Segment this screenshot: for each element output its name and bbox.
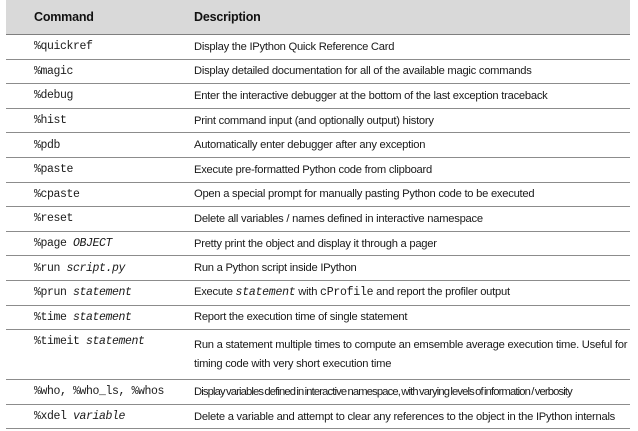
table-row: %pdb Automatically enter debugger after …: [6, 132, 630, 158]
table-row: %magic Display detailed documentation fo…: [6, 59, 630, 85]
description-cell: Open a special prompt for manually pasti…: [188, 182, 630, 208]
table-row: %paste Execute pre-formatted Python code…: [6, 157, 630, 183]
command-name: %timeit: [34, 335, 87, 349]
command-cell: %cpaste: [6, 182, 188, 208]
description-cell: Display detailed documentation for all o…: [188, 59, 630, 85]
command-argument: statement: [73, 286, 132, 300]
table-row: %debug Enter the interactive debugger at…: [6, 83, 630, 109]
description-cell: Delete all variables / names defined in …: [188, 206, 630, 232]
magic-commands-table: Command Description %quickref Display th…: [6, 0, 630, 430]
description-cell: Delete a variable and attempt to clear a…: [188, 404, 630, 430]
description-column-header: Description: [188, 0, 630, 35]
command-argument: statement: [73, 310, 132, 324]
description-cell: Execute pre-formatted Python code from c…: [188, 157, 630, 183]
command-cell: %time statement: [6, 305, 188, 331]
description-cell: Display the IPython Quick Reference Card: [188, 34, 630, 60]
command-cell: %reset: [6, 206, 188, 232]
command-cell: %who, %who_ls, %whos: [6, 379, 188, 405]
description-cell: Display variables defined in interactive…: [188, 379, 630, 405]
description-cell: Automatically enter debugger after any e…: [188, 132, 630, 158]
table-row: %prun statement Execute statement with c…: [6, 280, 630, 306]
command-name: %xdel: [34, 410, 74, 424]
command-argument: variable: [73, 410, 126, 424]
description-text: and report the profiler output: [373, 286, 510, 299]
command-name: %hist: [34, 114, 67, 128]
description-cell: Run a statement multiple times to comput…: [188, 329, 630, 381]
command-name: %pdb: [34, 138, 61, 152]
table-row: %run script.py Run a Python script insid…: [6, 255, 630, 281]
command-cell: %magic: [6, 59, 188, 85]
description-text: Execute: [194, 286, 236, 299]
command-name: %cpaste: [34, 187, 80, 201]
header-row: Command Description: [6, 0, 630, 35]
command-cell: %quickref: [6, 34, 188, 60]
command-name: %paste: [34, 163, 74, 177]
command-name: %who, %who_ls, %whos: [34, 385, 165, 399]
description-cell: Report the execution time of single stat…: [188, 305, 630, 331]
description-code-italic: statement: [235, 286, 296, 300]
command-name: %page: [34, 237, 74, 251]
description-cell: Print command input (and optionally outp…: [188, 108, 630, 134]
command-cell: %pdb: [6, 132, 188, 158]
command-cell: %page OBJECT: [6, 231, 188, 257]
description-cell: Execute statement with cProfile and repo…: [188, 280, 630, 306]
command-name: %debug: [34, 89, 74, 103]
command-name: %quickref: [34, 40, 93, 54]
description-text: with: [295, 286, 321, 299]
table-body: %quickref Display the IPython Quick Refe…: [6, 34, 630, 430]
table-row: %cpaste Open a special prompt for manual…: [6, 182, 630, 208]
table-row: %xdel variable Delete a variable and att…: [6, 404, 630, 430]
command-name: %run: [34, 261, 67, 275]
description-cell: Run a Python script inside IPython: [188, 255, 630, 281]
command-name: %prun: [34, 286, 74, 300]
command-name: %magic: [34, 64, 74, 78]
command-cell: %xdel variable: [6, 404, 188, 430]
table-row: %timeit statement Run a statement multip…: [6, 329, 630, 381]
table-row: %who, %who_ls, %whos Display variables d…: [6, 379, 630, 405]
table-row: %hist Print command input (and optionall…: [6, 108, 630, 134]
table-row: %reset Delete all variables / names defi…: [6, 206, 630, 232]
command-cell: %hist: [6, 108, 188, 134]
description-cell: Enter the interactive debugger at the bo…: [188, 83, 630, 109]
command-cell: %prun statement: [6, 280, 188, 306]
command-column-header: Command: [6, 0, 188, 35]
command-cell: %run script.py: [6, 255, 188, 281]
command-cell: %timeit statement: [6, 329, 188, 381]
description-cell: Pretty print the object and display it t…: [188, 231, 630, 257]
command-name: %time: [34, 310, 74, 324]
command-cell: %debug: [6, 83, 188, 109]
command-argument: statement: [86, 335, 145, 349]
command-argument: script.py: [66, 261, 126, 275]
magic-commands-table-container: Command Description %quickref Display th…: [6, 0, 630, 430]
table-row: %page OBJECT Pretty print the object and…: [6, 231, 630, 257]
table-header: Command Description: [6, 0, 630, 35]
command-argument: OBJECT: [73, 237, 113, 251]
command-cell: %paste: [6, 157, 188, 183]
table-row: %time statement Report the execution tim…: [6, 305, 630, 331]
command-name: %reset: [34, 212, 74, 226]
table-row: %quickref Display the IPython Quick Refe…: [6, 34, 630, 60]
description-code: cProfile: [320, 286, 374, 300]
